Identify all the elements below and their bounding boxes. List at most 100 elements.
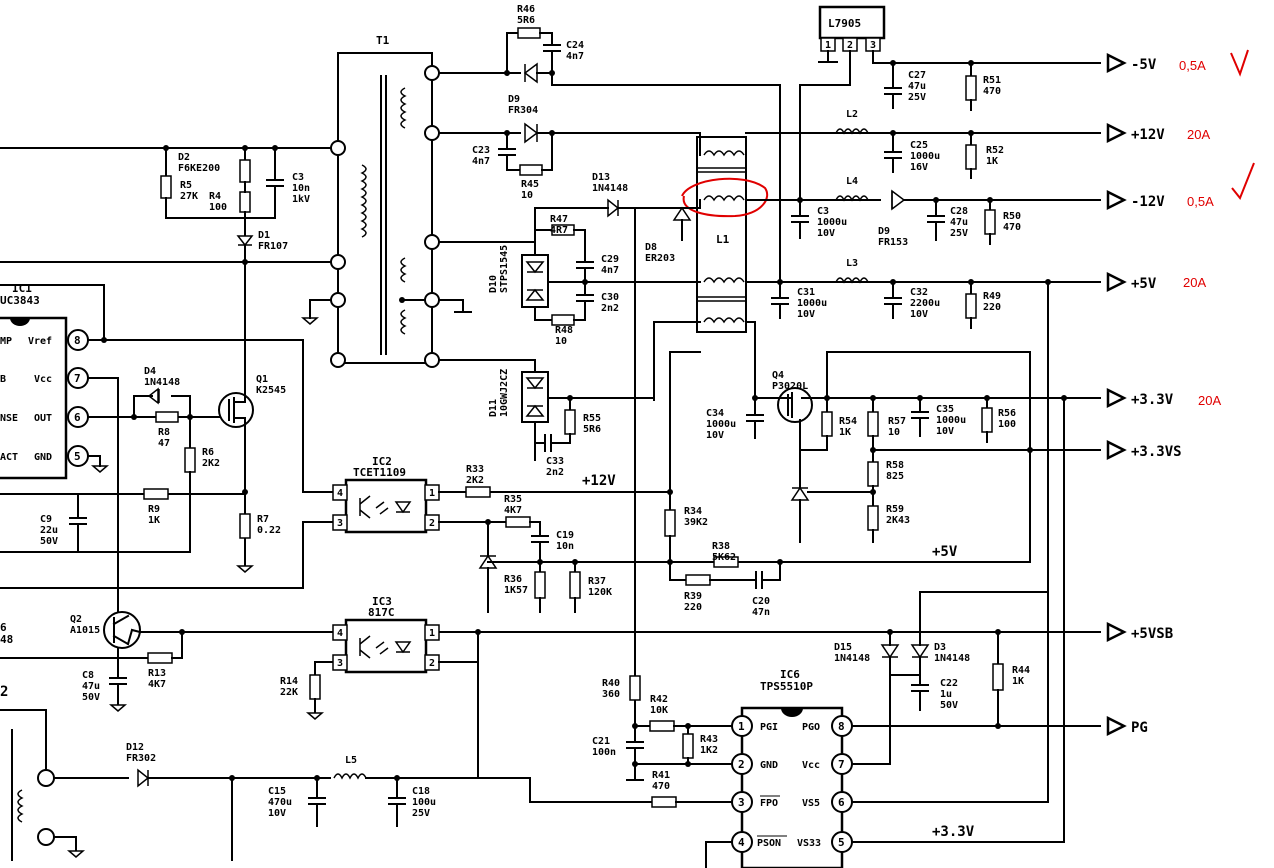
svg-text:2: 2 [847,40,853,51]
svg-text:4: 4 [738,836,745,849]
component-label-l4: L4 [846,176,858,187]
ic1-uc3843: IC1 UC3843 MP Vref B Vcc NSE OUT ACT GND… [0,282,89,480]
svg-text:3: 3 [870,40,876,51]
svg-text:B: B [0,374,6,385]
rail-label-5v: +5V [932,544,958,560]
left-fragment-3: 2 [0,684,8,700]
rail-label-12v: +12V [582,473,616,489]
output-label-12v: +12V [1131,127,1165,143]
ic6-supervisor: IC6 TPS5510P 1 2 3 4 8 7 6 5 PGI GND FPO… [477,641,1065,868]
ic1-ref: IC1 [12,282,32,295]
transformer-label: T1 [376,34,390,47]
current-note-5v: 20A [1183,275,1206,290]
svg-text:TPS5510P: TPS5510P [760,680,813,693]
svg-text:4: 4 [337,628,343,639]
svg-text:NSE: NSE [0,413,18,424]
current-note-neg5v: 0,5A [1179,58,1206,73]
transformer-t1: T1 [300,34,472,368]
svg-text:Vcc: Vcc [34,374,52,385]
current-note-neg12v: 0,5A [1187,194,1214,209]
svg-text:MP: MP [0,336,12,347]
svg-text:3: 3 [738,796,745,809]
rail-text: +12V +5V +3.3V 6 48 2 [0,473,975,840]
svg-text:ACT: ACT [0,452,18,463]
svg-text:4: 4 [337,488,343,499]
svg-text:PSON: PSON [757,838,781,849]
current-note-12v: 20A [1187,127,1210,142]
svg-text:5: 5 [74,450,81,463]
svg-text:VS5: VS5 [802,798,820,809]
svg-text:6: 6 [838,796,845,809]
svg-text:1: 1 [738,720,745,733]
ic1-part: UC3843 [0,294,40,307]
svg-text:8: 8 [838,720,845,733]
svg-text:OUT: OUT [34,413,52,424]
regulator-l7905: L7905 1 2 3 [799,5,1101,201]
output-label-neg5v: -5V [1131,57,1157,73]
svg-text:GND: GND [760,760,778,771]
coupled-inductor-l1: L1 [681,136,769,333]
output-label-5vsb: +5VSB [1131,626,1173,642]
svg-text:2: 2 [738,758,745,771]
svg-text:1: 1 [825,40,831,51]
svg-text:5: 5 [838,836,845,849]
output-label-neg12v: -12V [1131,194,1165,210]
svg-text:VS33: VS33 [797,838,821,849]
secondary-top-wiring [438,27,781,283]
svg-text:FPO: FPO [760,798,778,809]
svg-text:IC3: IC3 [372,595,392,608]
svg-text:1: 1 [429,628,435,639]
left-fragment-2: 48 [0,633,13,646]
svg-text:1: 1 [429,488,435,499]
svg-text:IC2: IC2 [372,455,392,468]
rectifiers-d10-d11 [438,198,701,701]
output-label-33vs: +3.3VS [1131,444,1182,460]
svg-text:3: 3 [337,518,343,529]
component-label-d10: D10STPS1545 [488,245,510,293]
output-terminals: -5V +12V -12V +5V +3.3V +3.3VS +5VSB PG … [1106,49,1255,737]
component-label-l5: L5 [345,755,357,766]
l1-label: L1 [716,233,730,246]
